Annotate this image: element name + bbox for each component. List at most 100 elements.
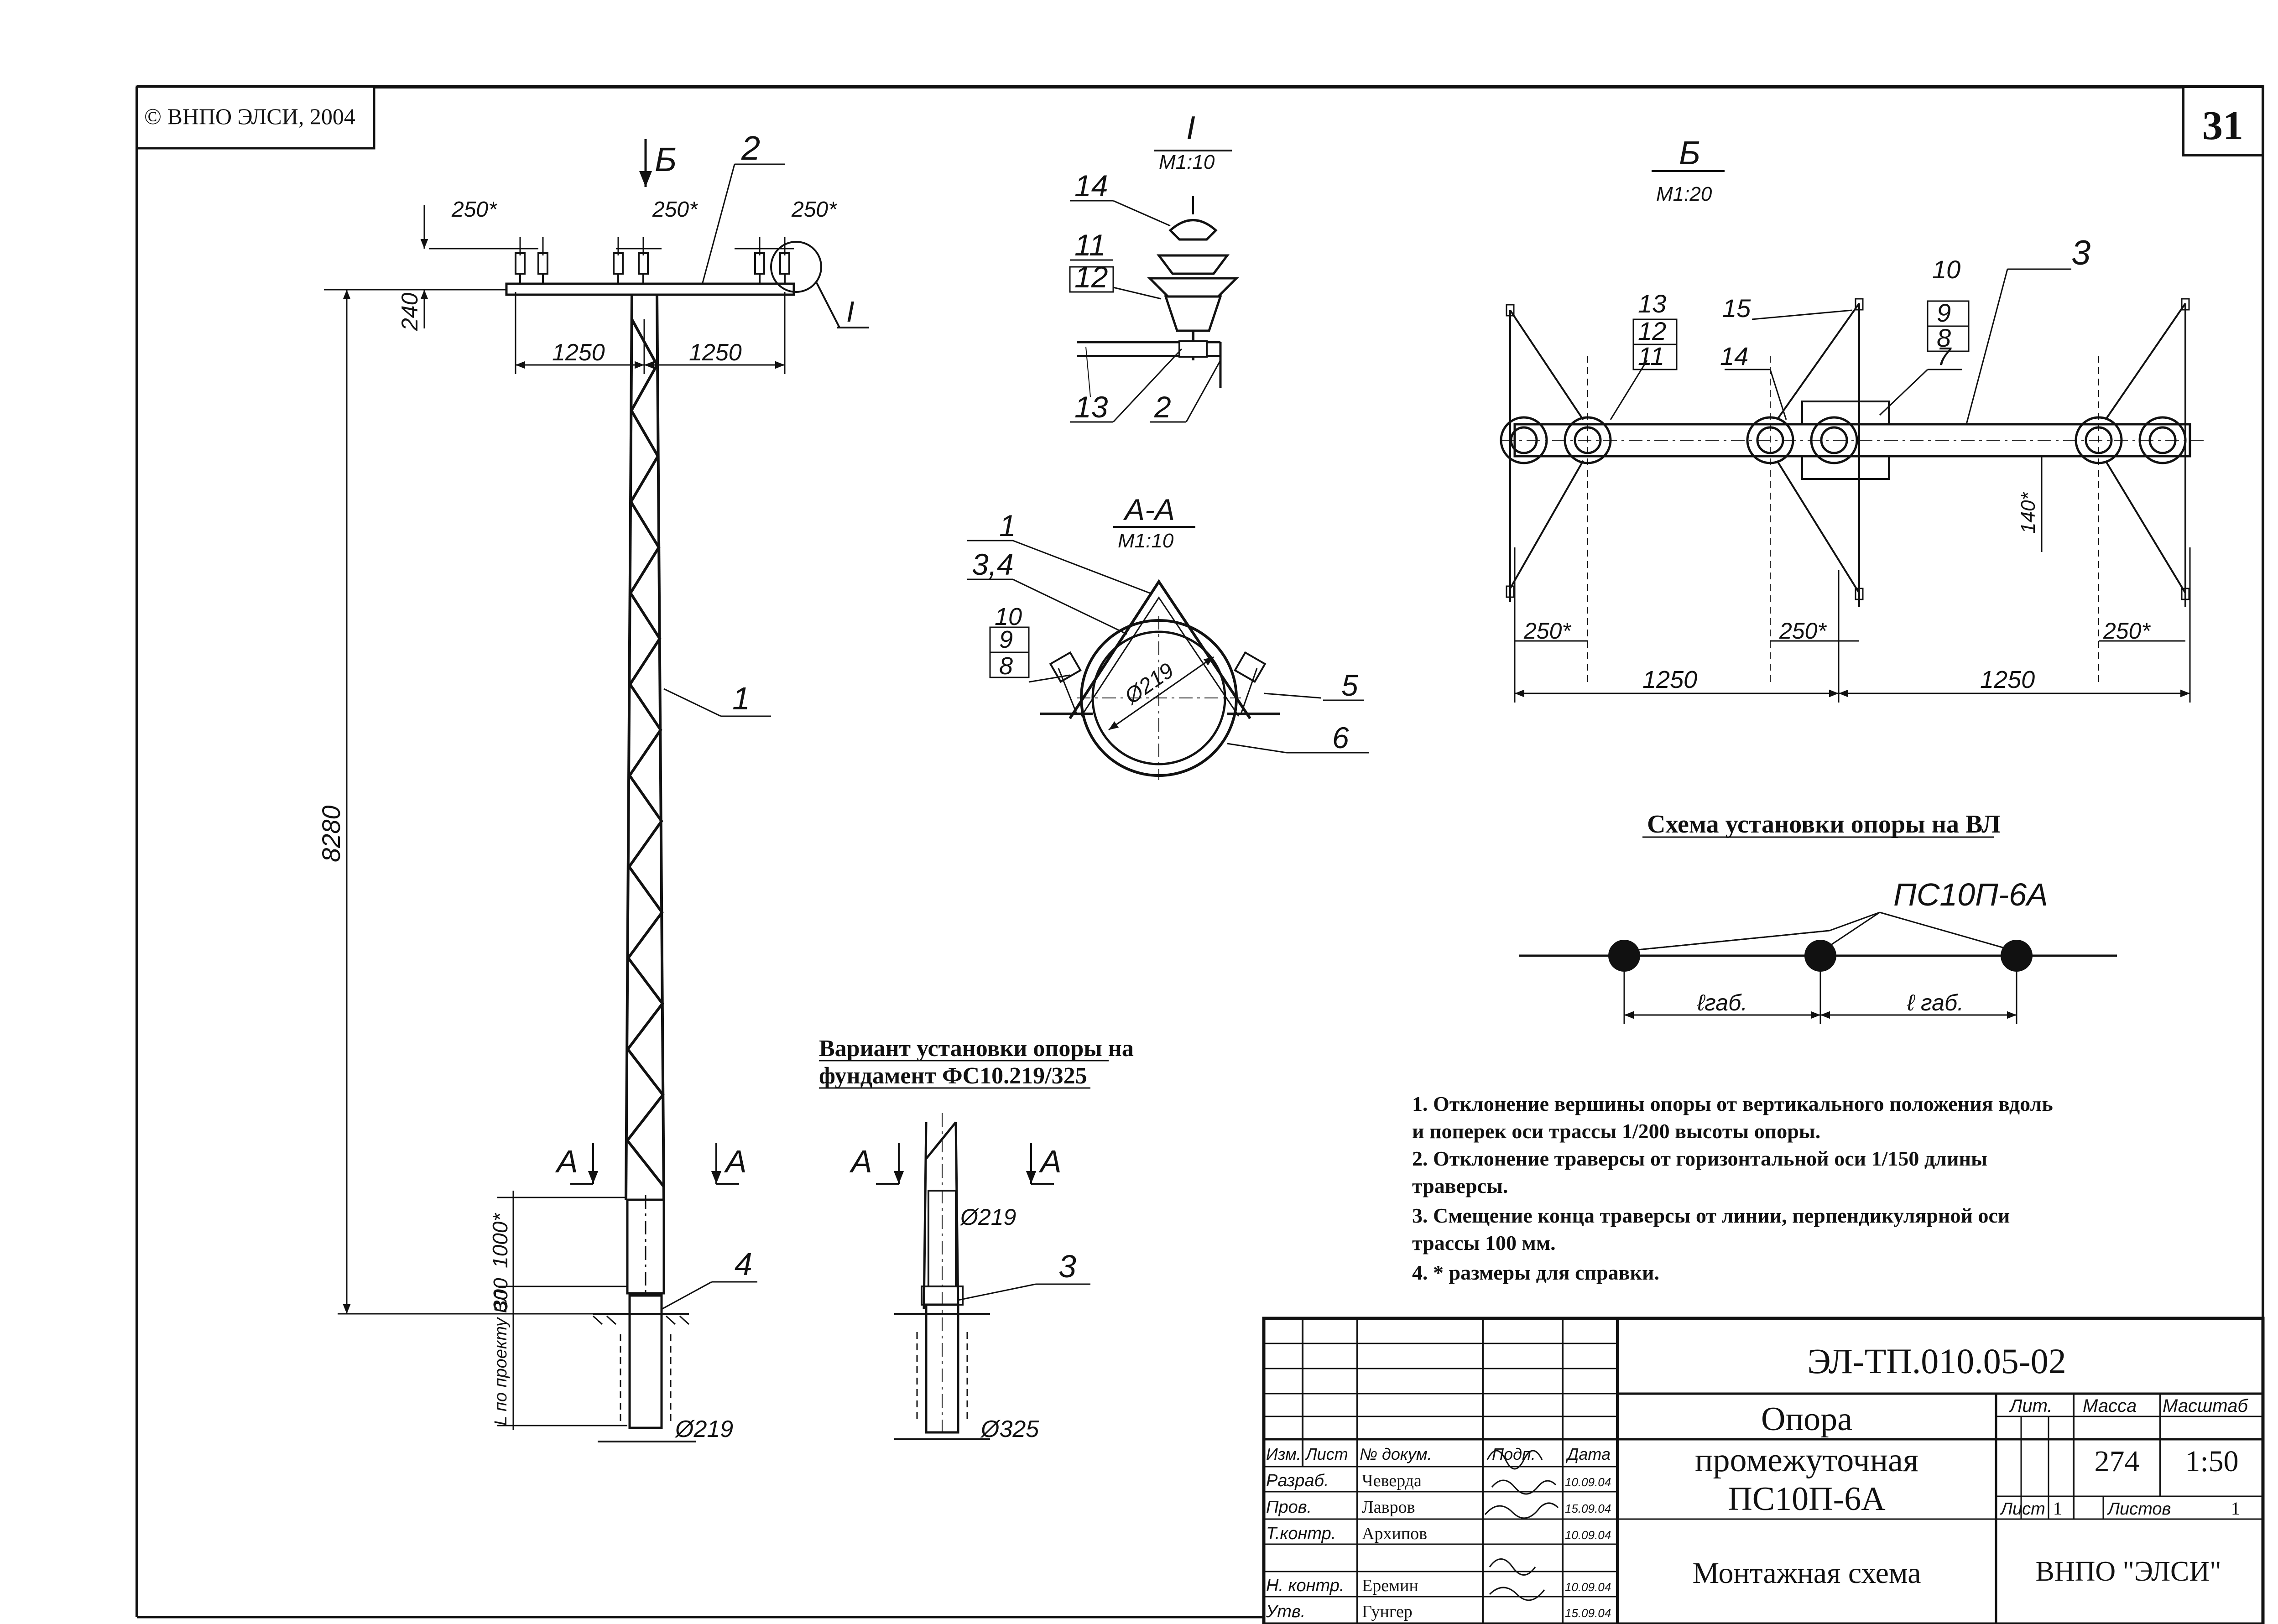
- detail-i-view: [1069, 150, 1240, 423]
- variant-dia-325: Ø325: [980, 1416, 1039, 1442]
- sheets-value: 1: [2231, 1498, 2240, 1519]
- scheme-span-1: ℓгаб.: [1697, 990, 1747, 1015]
- label-part-6: 6: [1332, 721, 1349, 755]
- sheets-label: Листов: [2106, 1499, 2171, 1519]
- name-1: Чеверда: [1362, 1471, 1422, 1490]
- sheet-number-box: 31: [2182, 85, 2264, 156]
- label-part-15: 15: [1722, 294, 1751, 323]
- note-line-6: трассы 100 мм.: [1412, 1231, 1556, 1254]
- name-3: Архипов: [1362, 1524, 1427, 1543]
- detail-i-labels: I М1:10 14 11 12 13 2: [1074, 110, 1215, 424]
- crossarm: [505, 282, 795, 296]
- dim-240: 240: [397, 292, 422, 331]
- dim-250-b-1: 250*: [1523, 618, 1571, 644]
- diameter-219: Ø219: [674, 1416, 733, 1442]
- section-aa-labels: А-А М1:10 1 3,4 10 9 8 Ø219 5 6: [972, 493, 1358, 755]
- label-part-13-b: 13: [1638, 289, 1666, 318]
- sheet-label: Лист: [1999, 1499, 2045, 1519]
- dim-1250-right: 1250: [689, 339, 742, 366]
- insulators: [515, 252, 790, 284]
- doc-code: ЭЛ-ТП.010.05-02: [1807, 1341, 2066, 1381]
- sheet-number: 31: [2202, 103, 2243, 148]
- dim-1250-left: 1250: [552, 339, 605, 366]
- organization: ВНПО "ЭЛСИ": [2036, 1556, 2221, 1587]
- hdr-doc: № докум.: [1360, 1445, 1432, 1463]
- note-line-2: и поперек оси трассы 1/200 высоты опоры.: [1412, 1119, 1820, 1143]
- role-2: Пров.: [1266, 1498, 1312, 1517]
- date-3: 10.09.04: [1565, 1528, 1611, 1542]
- dim-1000: 1000*: [488, 1213, 512, 1268]
- label-part-1-aa: 1: [999, 509, 1016, 542]
- mass-value: 274: [2095, 1445, 2140, 1478]
- label-part-8-aa: 8: [999, 652, 1013, 680]
- drawing-name-line-1: Опора: [1761, 1400, 1852, 1438]
- name-5: Гунгер: [1362, 1602, 1413, 1621]
- hdr-date: Дата: [1565, 1445, 1611, 1463]
- label-part-8-b: 8: [1937, 323, 1951, 352]
- date-5: 15.09.04: [1565, 1606, 1611, 1620]
- hdr-scale: Масштаб: [2163, 1396, 2248, 1416]
- name-4: Еремин: [1362, 1576, 1418, 1595]
- detail-i-title: I: [1186, 110, 1195, 146]
- note-line-5: 3. Смещение конца траверсы от линии, пер…: [1412, 1204, 2010, 1227]
- note-line-3: 2. Отклонение траверсы от горизонтальной…: [1412, 1147, 1987, 1170]
- view-b-scale: М1:20: [1656, 183, 1712, 205]
- main-elevation-view: [324, 139, 869, 1442]
- variant-section-a-left: А: [849, 1144, 872, 1179]
- label-part-10-aa: 10: [995, 603, 1022, 630]
- scheme-title: Схема установки опоры на ВЛ: [1647, 810, 2001, 838]
- title-block: [1262, 1317, 2265, 1624]
- label-part-14-b: 14: [1720, 342, 1748, 370]
- date-2: 15.09.04: [1565, 1502, 1611, 1515]
- dim-250-b-2: 250*: [1779, 618, 1827, 644]
- dim-300: 300: [490, 1278, 512, 1312]
- title-block-text: ЭЛ-ТП.010.05-02 Опора промежуточная ПС10…: [1266, 1341, 2248, 1621]
- note-line-7: 4. * размеры для справки.: [1412, 1261, 1659, 1284]
- detail-callout-i: I: [846, 295, 855, 328]
- variant-labels: Вариант установки опоры на фундамент ФС1…: [819, 1036, 1134, 1442]
- line-scheme: [1519, 836, 2117, 1024]
- hdr-izm: Изм.: [1266, 1445, 1301, 1463]
- drawing-type: Монтажная схема: [1692, 1556, 1921, 1590]
- dim-250-right: 250*: [791, 198, 837, 222]
- label-part-3: 3: [2071, 234, 2090, 272]
- label-part-10-b: 10: [1932, 255, 1960, 284]
- dim-140: 140*: [2017, 492, 2039, 534]
- dim-1250-b-2: 1250: [1980, 666, 2035, 693]
- label-part-9-b: 9: [1937, 298, 1951, 327]
- scale-value: 1:50: [2185, 1445, 2238, 1478]
- label-part-11: 11: [1074, 228, 1106, 262]
- dim-1250-b-1: 1250: [1642, 666, 1697, 693]
- role-3: Т.контр.: [1266, 1524, 1336, 1543]
- variant-label-3: 3: [1058, 1249, 1076, 1284]
- scheme-labels: Схема установки опоры на ВЛ ПС10П-6А ℓга…: [1647, 810, 2048, 1015]
- callout-arrow-b: Б: [655, 141, 677, 178]
- drawing-name-line-2: промежуточная: [1695, 1442, 1918, 1479]
- variant-foundation-view: [819, 1060, 1109, 1440]
- date-4: 10.09.04: [1565, 1580, 1611, 1594]
- label-part-1: 1: [732, 681, 750, 716]
- pole-lattice: [626, 318, 665, 1187]
- label-part-7: 7: [1937, 342, 1952, 370]
- role-5: Утв.: [1266, 1602, 1305, 1621]
- variant-section-a-right: А: [1038, 1144, 1062, 1179]
- notes: 1. Отклонение вершины опоры от вертикаль…: [1412, 1092, 2053, 1284]
- label-part-13: 13: [1074, 390, 1108, 424]
- copyright-box: © ВНПО ЭЛСИ, 2004: [136, 85, 375, 150]
- drawing-name-line-3: ПС10П-6А: [1728, 1480, 1885, 1518]
- section-aa-title: А-А: [1123, 493, 1175, 526]
- section-aa-scale: М1:10: [1118, 530, 1174, 552]
- detail-i-scale: М1:10: [1159, 151, 1215, 173]
- variant-title-1: Вариант установки опоры на: [819, 1036, 1134, 1062]
- section-a-left: А: [555, 1144, 578, 1179]
- hdr-list: Лист: [1305, 1445, 1348, 1463]
- dim-250-left: 250*: [451, 198, 497, 222]
- dim-250-mid: 250*: [652, 198, 698, 222]
- label-part-14: 14: [1074, 169, 1108, 203]
- label-part-12: 12: [1074, 260, 1108, 294]
- dim-250-b-3: 250*: [2103, 618, 2151, 644]
- label-part-4: 4: [735, 1246, 752, 1282]
- view-b-title: Б: [1679, 135, 1700, 172]
- main-view-labels: Б 2 250* 250* 250* 240 1250 1250 I 1 828…: [317, 129, 855, 1442]
